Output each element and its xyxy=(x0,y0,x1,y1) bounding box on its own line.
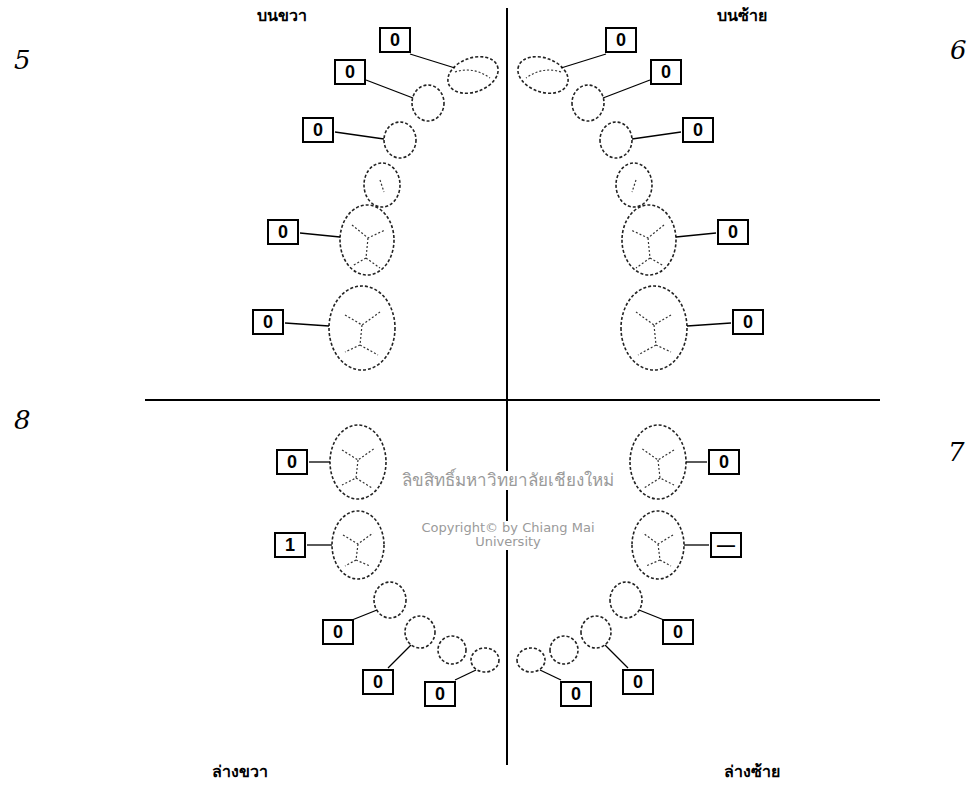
quadrant-label: ล่างขวา xyxy=(212,763,268,781)
tooth-status: 0 xyxy=(263,313,273,331)
tooth-status-box: 0 xyxy=(362,669,394,695)
tooth-status: 0 xyxy=(571,685,581,703)
quadrant-number: 8 xyxy=(14,406,31,435)
tooth-status-box: 0 xyxy=(302,117,334,143)
tooth-status: 0 xyxy=(390,31,400,49)
tooth-status: 1 xyxy=(285,536,295,554)
tooth-status-box: 0 xyxy=(708,449,740,475)
tooth-status: 0 xyxy=(661,63,671,81)
tooth-status: 0 xyxy=(743,313,753,331)
tooth-status-box: 0 xyxy=(605,27,637,53)
tooth-status: 0 xyxy=(728,223,738,241)
tooth-status: 0 xyxy=(345,63,355,81)
tooth-status-box: 0 xyxy=(682,117,714,143)
tooth-status: 0 xyxy=(693,121,703,139)
tooth-status-box: 0 xyxy=(252,309,284,335)
tooth-status: — xyxy=(717,536,735,554)
tooth-status-box: 0 xyxy=(662,619,694,645)
tooth-status: 0 xyxy=(435,685,445,703)
tooth-status-box: — xyxy=(710,532,742,558)
watermark: ลิขสิทธิ์มหาวิทยาลัยเชียงใหม่ xyxy=(399,471,617,490)
quadrant-number: 5 xyxy=(14,46,31,75)
tooth-status-box: 0 xyxy=(379,27,411,53)
tooth-status: 0 xyxy=(616,31,626,49)
tooth-status-box: 0 xyxy=(717,219,749,245)
tooth-status-box: 0 xyxy=(732,309,764,335)
tooth-status: 0 xyxy=(287,453,297,471)
tooth-status: 0 xyxy=(333,623,343,641)
quadrant-number: 7 xyxy=(948,438,965,467)
tooth-status-box: 0 xyxy=(322,619,354,645)
tooth-status-box: 0 xyxy=(267,219,299,245)
quadrant-label: บนซ้าย xyxy=(717,7,767,25)
watermark: Copyright© by Chiang Mai University xyxy=(395,521,621,550)
tooth-status-box: 0 xyxy=(622,669,654,695)
tooth-status: 0 xyxy=(278,223,288,241)
tooth-status: 0 xyxy=(719,453,729,471)
tooth-status-box: 0 xyxy=(650,59,682,85)
tooth-status-box: 0 xyxy=(334,59,366,85)
tooth-status-box: 0 xyxy=(276,449,308,475)
tooth-status-box: 0 xyxy=(560,681,592,707)
quadrant-label: ล่างซ้าย xyxy=(724,763,780,781)
tooth-status: 0 xyxy=(313,121,323,139)
quadrant-number: 6 xyxy=(950,36,967,65)
tooth-status: 0 xyxy=(673,623,683,641)
tooth-status: 0 xyxy=(373,673,383,691)
tooth-status: 0 xyxy=(633,673,643,691)
tooth-status-box: 1 xyxy=(274,532,306,558)
tooth-status-box: 0 xyxy=(424,681,456,707)
quadrant-label: บนขวา xyxy=(257,7,307,25)
